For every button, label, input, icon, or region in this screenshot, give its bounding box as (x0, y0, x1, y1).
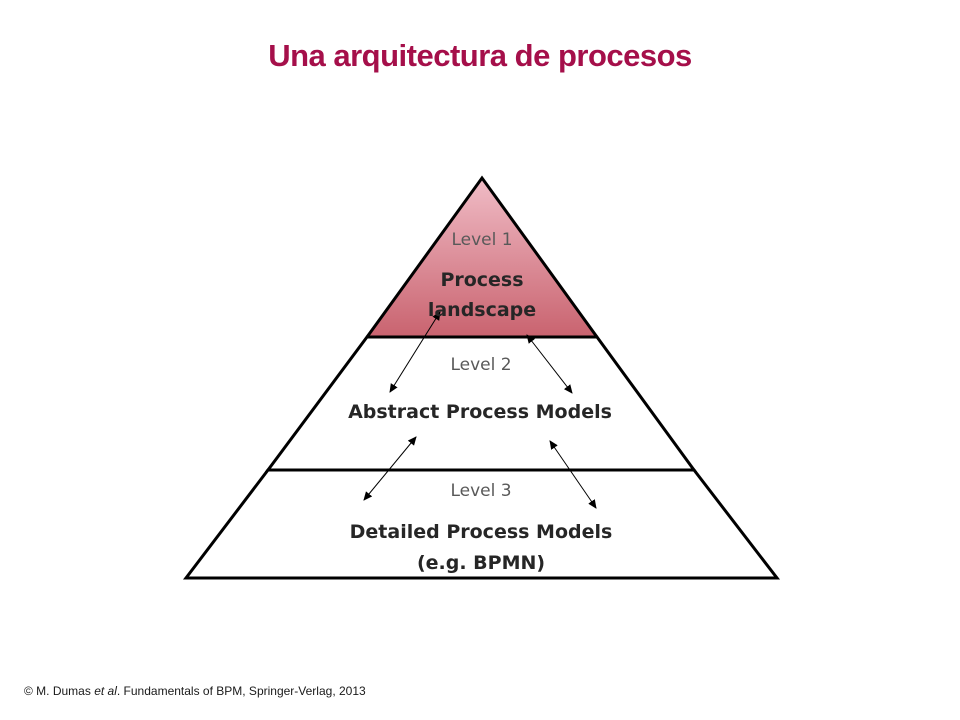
level-1-label-line-2: landscape (428, 299, 536, 321)
arrow-l2-l3-right (549, 440, 597, 509)
arrow-l1-l2-right (526, 334, 573, 394)
arrow-l2-l3-left (363, 436, 417, 501)
citation-prefix: © M. Dumas (24, 684, 95, 698)
level-1-label-line-1: Process (440, 269, 523, 291)
citation-etal: et al (94, 684, 117, 698)
level-2-label: Abstract Process Models (348, 401, 612, 423)
page-title: Una arquitectura de procesos (268, 38, 692, 73)
level-3-label-line-2: (e.g. BPMN) (417, 552, 545, 574)
level-3-label-line-1: Detailed Process Models (350, 521, 613, 543)
level-3-tag: Level 3 (450, 481, 511, 501)
citation-suffix: . Fundamentals of BPM, Springer-Verlag, … (116, 684, 366, 698)
pyramid-outline (365, 175, 599, 338)
level-2-tag: Level 2 (450, 355, 511, 375)
arrow-l1-l2-left (389, 311, 441, 393)
level-1-tag: Level 1 (451, 230, 512, 250)
citation-footer: © M. Dumas et al. Fundamentals of BPM, S… (24, 684, 366, 698)
